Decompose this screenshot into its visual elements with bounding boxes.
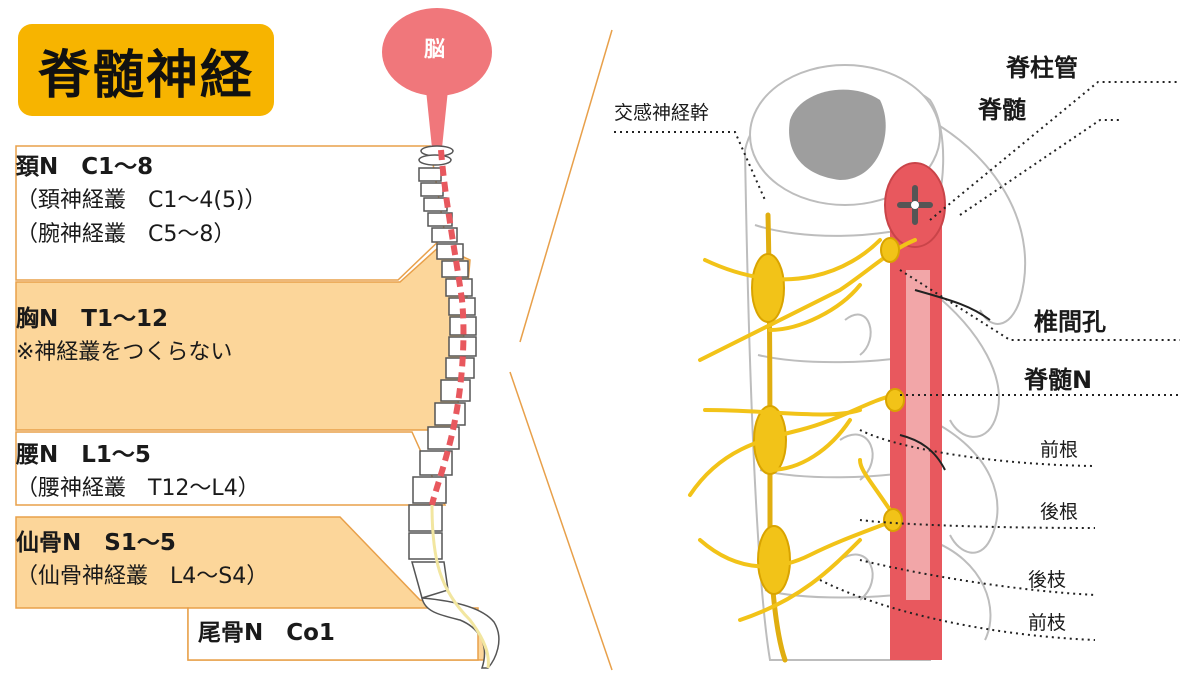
label-spinal-cord: 脊髄 (978, 96, 1026, 124)
lumbar-heading: 腰N L1～5 (16, 442, 151, 468)
sacral-plexus: （仙骨神経叢 L4～S4） (16, 564, 269, 589)
spinal-cord-left (429, 149, 467, 506)
brainstem (426, 90, 448, 148)
thoracic-note: ※神経叢をつくらない (16, 340, 233, 365)
sympathetic-ganglia (751, 253, 791, 595)
cervical-band (15, 145, 446, 281)
label-intervertebral-foramen: 椎間孔 (1034, 308, 1106, 336)
label-anterior-root: 前根 (1040, 439, 1079, 461)
label-anterior-ramus: 前枝 (1028, 612, 1067, 634)
leader-lines (614, 81, 1180, 641)
cervical-plexus: （頚神経叢 C1～4(5)） (16, 188, 267, 213)
lumbar-plexus: （腰神経叢 T12～L4） (16, 476, 260, 501)
cauda-equina (430, 504, 490, 669)
coccygeal-heading: 尾骨N Co1 (198, 620, 335, 646)
brain-shape (382, 8, 492, 96)
thoracic-heading: 胸N T1～12 (16, 306, 168, 332)
sacral-region-text: 仙骨N S1～5 （仙骨神経叢 L4～S4） (16, 526, 268, 594)
vertebral-body-core (789, 89, 886, 180)
thoracic-region-text: 胸N T1～12 ※神経叢をつくらない (16, 302, 232, 370)
page-title: 脊髄神経 (37, 45, 254, 106)
spinal-canal-shade (906, 270, 930, 600)
coccygeal-region-text: 尾骨N Co1 (198, 616, 335, 650)
posterior-rami (899, 289, 991, 471)
label-posterior-root: 後根 (1040, 501, 1079, 523)
vertebral-column (408, 145, 500, 669)
lumbar-band (15, 431, 447, 506)
title-box: 脊髄神経 (18, 24, 274, 116)
cervical-region-text: 頚N C1～8 （頚神経叢 C1～4(5)） （腕神経叢 C5～8） (16, 150, 267, 252)
lumbar-region-text: 腰N L1～5 （腰神経叢 T12～L4） (16, 438, 260, 506)
divider-bottom (509, 371, 613, 671)
label-spinal-nerve: 脊髄N (1024, 366, 1093, 394)
dorsal-root-ganglia (880, 237, 905, 532)
sacral-heading: 仙骨N S1～5 (16, 530, 176, 556)
cervical-heading: 頚N C1～8 (16, 154, 154, 180)
brachial-plexus: （腕神経叢 C5～8） (16, 222, 236, 247)
label-posterior-ramus: 後枝 (1028, 569, 1067, 591)
label-spinal-canal: 脊柱管 (1006, 54, 1078, 82)
divider-top (519, 29, 613, 343)
label-sympathetic-trunk: 交感神経幹 (614, 102, 710, 124)
brain-label: 脳 (424, 37, 445, 61)
